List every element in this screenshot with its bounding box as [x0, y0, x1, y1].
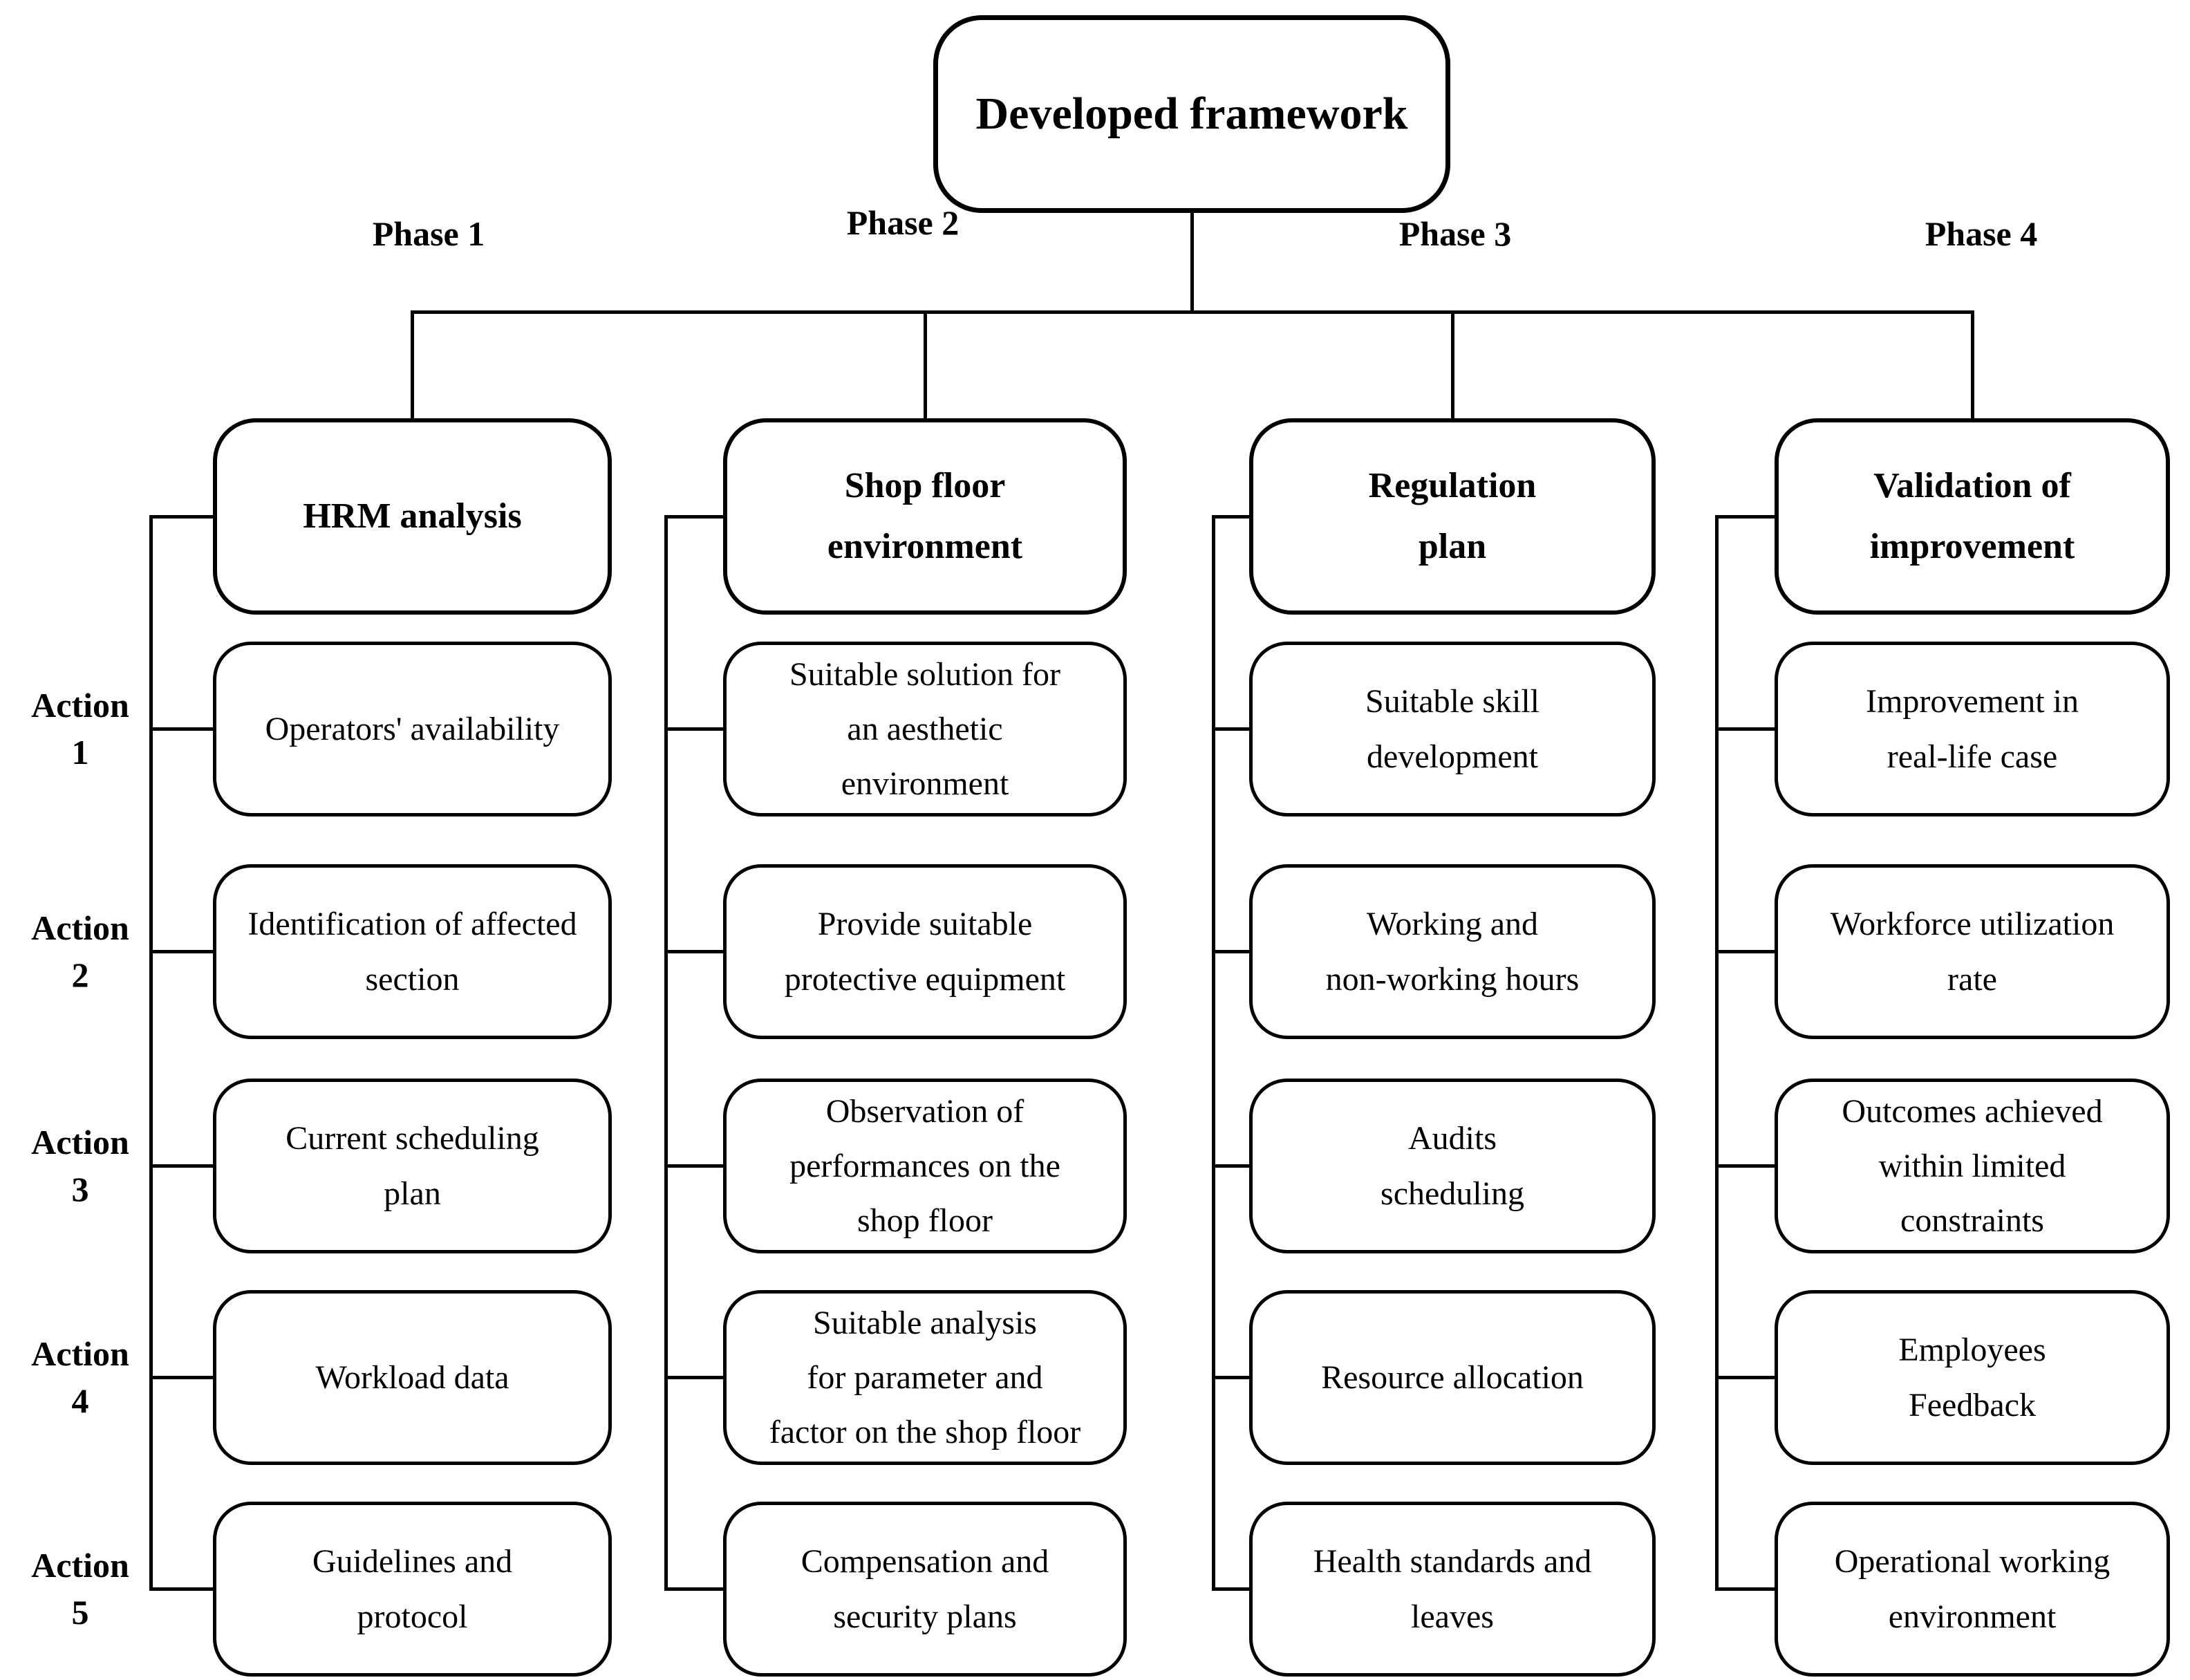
connector-segment: [1714, 950, 1785, 953]
connector-segment: [1714, 727, 1785, 731]
phase4-action1-box: Improvement in real-life case: [1775, 642, 2170, 816]
phase2-action4-box: Suitable analysis for parameter and fact…: [723, 1290, 1127, 1465]
connector-segment: [1450, 312, 1454, 422]
connector-segment: [664, 727, 733, 731]
connector-segment: [1211, 1164, 1260, 1168]
phase4-header-box: Validation of improvement: [1775, 418, 2170, 615]
connector-segment: [149, 514, 153, 1591]
phase-label-3: Phase 3: [1398, 214, 1512, 253]
phase1-header-box: HRM analysis: [213, 418, 612, 615]
phase1-action4-box: Workload data: [213, 1290, 612, 1465]
connector-segment: [1190, 211, 1194, 314]
phase2-action2-box: Provide suitable protective equipment: [723, 864, 1127, 1039]
connector-segment: [664, 1164, 733, 1168]
connector-segment: [1714, 1376, 1785, 1379]
connector-segment: [411, 312, 414, 422]
connector-segment: [1714, 1164, 1785, 1168]
phase3-action5-box: Health standards and leaves: [1249, 1502, 1656, 1677]
phase1-action1-box: Operators' availability: [213, 642, 612, 816]
phase1-action2-box: Identification of affected section: [213, 864, 612, 1039]
connector-segment: [923, 312, 927, 422]
connector-segment: [149, 950, 223, 953]
phase3-action1-box: Suitable skill development: [1249, 642, 1656, 816]
phase2-action3-box: Observation of performances on the shop …: [723, 1079, 1127, 1253]
connector-segment: [149, 1376, 223, 1379]
connector-segment: [149, 514, 223, 519]
connector-segment: [1211, 727, 1260, 731]
connector-segment: [1211, 514, 1260, 519]
phase2-action1-box: Suitable solution for an aesthetic envir…: [723, 642, 1127, 816]
connector-segment: [149, 1587, 223, 1591]
connector-segment: [149, 727, 223, 731]
phase3-action2-box: Working and non-working hours: [1249, 864, 1656, 1039]
phase1-action3-box: Current scheduling plan: [213, 1079, 612, 1253]
action-row-label-1: Action 1: [31, 686, 129, 772]
phase1-action5-box: Guidelines and protocol: [213, 1502, 612, 1677]
connector-segment: [149, 1164, 223, 1168]
connector-segment: [664, 514, 668, 1591]
connector-segment: [1714, 514, 1785, 519]
connector-segment: [664, 1587, 733, 1591]
action-row-label-4: Action 4: [31, 1334, 129, 1420]
phase4-action2-box: Workforce utilization rate: [1775, 864, 2170, 1039]
connector-segment: [1714, 514, 1719, 1591]
connector-segment: [664, 950, 733, 953]
connector-segment: [664, 1376, 733, 1379]
connector-segment: [1714, 1587, 1785, 1591]
phase4-action3-box: Outcomes achieved within limited constra…: [1775, 1079, 2170, 1253]
phase4-action5-box: Operational working environment: [1775, 1502, 2170, 1677]
action-row-label-2: Action 2: [31, 908, 129, 994]
phase2-action5-box: Compensation and security plans: [723, 1502, 1127, 1677]
phase-label-1: Phase 1: [372, 214, 485, 253]
connector-segment: [1211, 950, 1260, 953]
phase4-action4-box: Employees Feedback: [1775, 1290, 2170, 1465]
phase3-action4-box: Resource allocation: [1249, 1290, 1656, 1465]
action-row-label-5: Action 5: [31, 1546, 129, 1632]
connector-segment: [411, 310, 1974, 314]
phase3-action3-box: Audits scheduling: [1249, 1079, 1656, 1253]
connector-segment: [664, 514, 733, 519]
phase2-header-box: Shop floor environment: [723, 418, 1127, 615]
connector-segment: [1211, 1376, 1260, 1379]
phase-label-4: Phase 4: [1925, 214, 2038, 253]
phase-label-2: Phase 2: [846, 203, 960, 242]
root-node-developed-framework: Developed framework: [933, 15, 1450, 213]
connector-segment: [1211, 514, 1215, 1591]
connector-segment: [1211, 1587, 1260, 1591]
action-row-label-3: Action 3: [31, 1123, 129, 1208]
phase3-header-box: Regulation plan: [1249, 418, 1656, 615]
connector-segment: [1970, 312, 1974, 422]
